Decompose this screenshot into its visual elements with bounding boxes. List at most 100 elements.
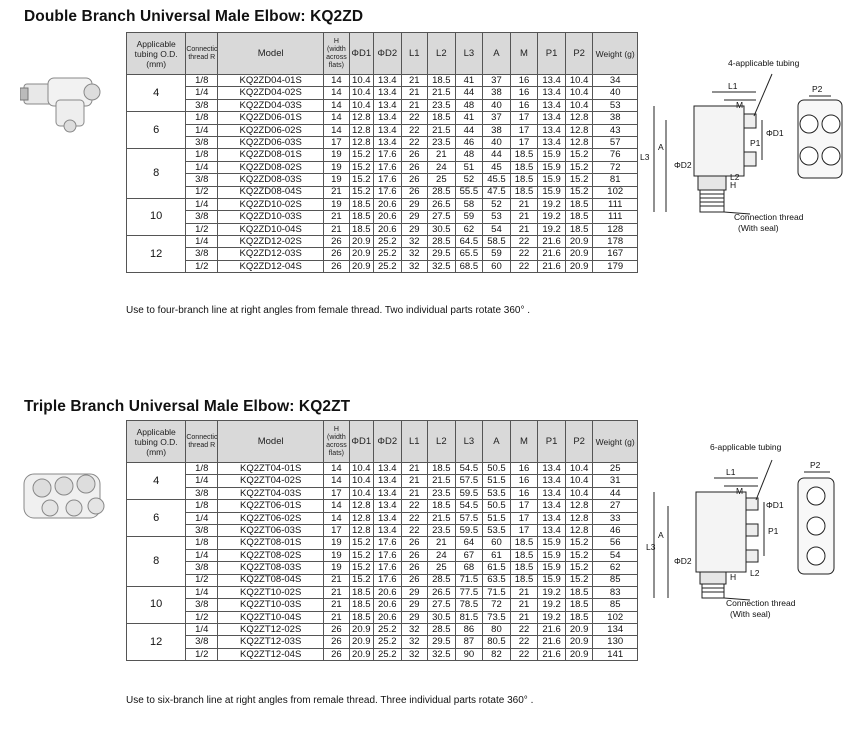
value-cell: 10.4 [564,486,594,501]
value-cell: 16 [509,461,539,476]
value-cell: 21 [400,86,429,100]
value-cell: 17 [323,523,350,538]
value-cell: 50.5 [482,499,511,513]
value-cell: 21.5 [427,123,456,137]
value-cell: 65.5 [454,247,484,261]
value-cell: 22 [509,647,539,662]
value-cell: 32 [400,647,429,662]
value-cell: 25.2 [372,259,402,274]
value-cell: 29 [400,197,429,212]
value-cell: 19 [323,160,350,175]
header-weight: Weight (g) [592,32,638,75]
value-cell: 20.9 [348,235,374,249]
value-cell: 23.5 [427,135,456,150]
value-cell: 29.5 [427,247,456,261]
value-cell: 20.6 [372,222,402,237]
thread-cell: 1/2 [185,222,219,237]
value-cell: 26 [400,160,429,175]
value-cell: 21 [509,585,539,600]
tubing-size-cell: 10 [125,585,187,625]
value-cell: 13.4 [537,86,566,100]
value-cell: 18.5 [427,461,456,476]
value-cell: 20.9 [348,259,374,274]
value-cell: 32 [400,259,429,274]
value-cell: 59.5 [454,523,484,538]
value-cell: 12.8 [564,135,594,150]
section-kq2zd: Double Branch Universal Male Elbow: KQ2Z… [0,0,860,360]
value-cell: 32 [400,235,429,249]
value-cell: 18.5 [564,610,594,625]
thread-cell: 1/2 [185,573,219,587]
value-cell: 25.2 [372,623,402,637]
value-cell: 13.4 [372,523,402,538]
value-cell: 21 [509,222,539,237]
thread-cell: 1/4 [185,197,219,212]
value-cell: 17 [509,123,539,137]
model-cell: KQ2ZT08-01S [217,536,325,550]
value-cell: 18.5 [348,210,374,224]
value-cell: 18.5 [427,499,456,513]
value-cell: 20.9 [564,259,594,274]
value-cell: 67 [454,548,484,563]
value-cell: 44 [482,148,511,162]
header-model: Model [217,420,325,463]
thread-cell: 1/4 [185,86,219,100]
value-cell: 22 [400,135,429,150]
value-cell: 15.2 [564,561,594,575]
value-cell: 26 [400,561,429,575]
value-cell: 30.5 [427,222,456,237]
value-cell: 26 [400,573,429,587]
value-cell: 12.8 [348,499,374,513]
value-cell: 16 [509,73,539,88]
value-cell: 13.4 [372,135,402,150]
value-cell: 13.4 [372,511,402,525]
value-cell: 15.2 [564,160,594,175]
value-cell: 15.2 [348,173,374,187]
section-title: Double Branch Universal Male Elbow: KQ2Z… [24,8,364,25]
value-cell: 17.6 [372,160,402,175]
model-cell: KQ2ZT08-03S [217,561,325,575]
value-cell: 19 [323,148,350,162]
thread-cell: 3/8 [185,561,219,575]
header-l1: L1 [400,32,429,75]
value-cell: 10.4 [348,486,374,501]
header-p2: P2 [564,32,594,75]
value-cell: 102 [592,610,638,625]
thread-cell: 1/4 [185,235,219,249]
value-cell: 23.5 [427,523,456,538]
value-cell: 26 [400,185,429,199]
value-cell: 25.2 [372,247,402,261]
value-cell: 48 [454,148,484,162]
diagram-d2-label: ΦD2 [674,160,692,170]
value-cell: 13.4 [537,73,566,88]
value-cell: 21.6 [537,259,566,274]
product-photo-kq2zd [20,77,101,133]
value-cell: 21.5 [427,474,456,488]
diagram-d2-label: ΦD2 [674,556,692,566]
value-cell: 21 [427,148,456,162]
header-m: M [509,420,539,463]
value-cell: 16 [509,474,539,488]
product-photo-kq2zt [23,473,105,519]
value-cell: 15.9 [537,573,566,587]
value-cell: 78.5 [454,598,484,612]
value-cell: 61.5 [482,561,511,575]
value-cell: 40 [482,98,511,113]
value-cell: 22 [400,499,429,513]
value-cell: 178 [592,235,638,249]
thread-cell: 1/4 [185,474,219,488]
value-cell: 21.5 [427,86,456,100]
value-cell: 19 [323,536,350,550]
value-cell: 29 [400,210,429,224]
thread-cell: 3/8 [185,486,219,501]
value-cell: 51.5 [482,511,511,525]
value-cell: 20.9 [564,235,594,249]
value-cell: 15.2 [348,148,374,162]
diagram-p1-label: P1 [768,526,779,536]
value-cell: 52 [482,197,511,212]
